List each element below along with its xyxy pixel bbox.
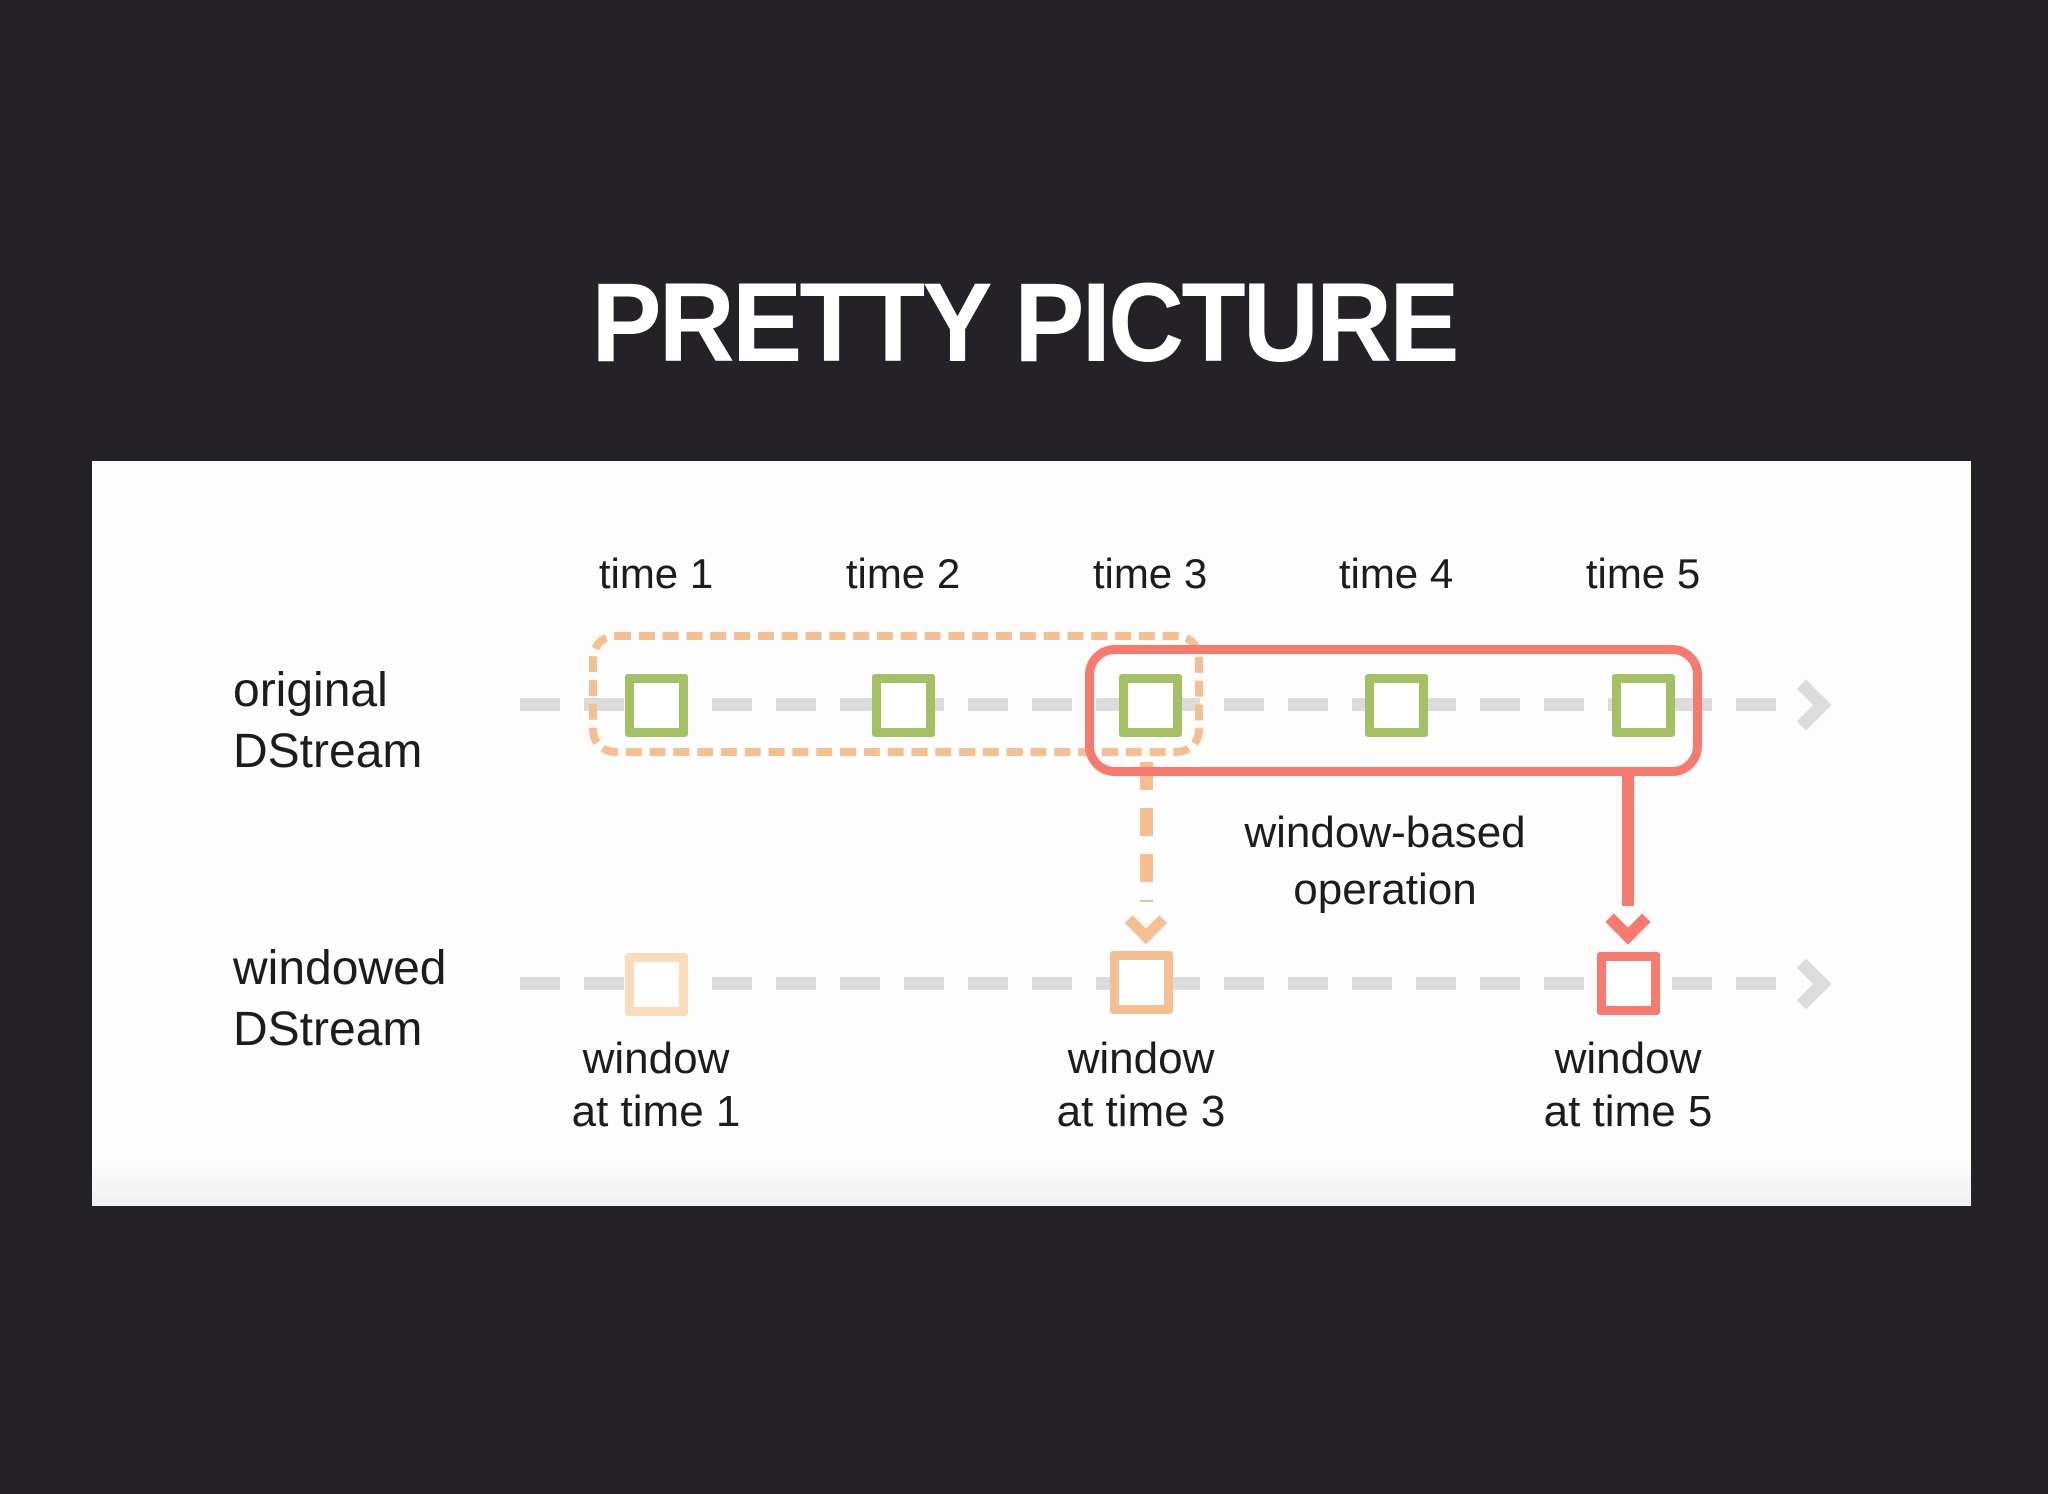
windowed-rdd-square-time-1 xyxy=(625,953,688,1016)
rdd-square-time-3 xyxy=(1119,674,1182,737)
rdd-square-time-5 xyxy=(1612,674,1675,737)
window-at-time-3-label: window at time 3 xyxy=(991,1032,1291,1138)
window-based-operation-line1: window-based xyxy=(1244,808,1526,857)
original-dstream-label-line2: DStream xyxy=(233,725,423,778)
time-label-1: time 1 xyxy=(598,550,714,597)
slide-title: PRETTY PICTURE xyxy=(591,260,1459,385)
rdd-square-time-1 xyxy=(625,674,688,737)
windowed-dstream-label-line2: DStream xyxy=(233,1003,423,1056)
windowed-rdd-square-time-3 xyxy=(1110,951,1173,1014)
time-label-3: time 3 xyxy=(1092,550,1208,597)
window-based-operation-line2: operation xyxy=(1293,865,1477,914)
original-dstream-label: original DStream xyxy=(233,660,422,782)
panel-bottom-shade xyxy=(92,1158,1971,1206)
windowed-rdd-square-time-5 xyxy=(1597,952,1660,1015)
windowed-dstream-label: windowed DStream xyxy=(233,938,446,1060)
window-op-arrow-orange xyxy=(1140,762,1153,902)
window-at-time-5-line2: at time 5 xyxy=(1543,1087,1713,1136)
original-timeline-arrowhead-icon xyxy=(1780,679,1832,731)
time-label-2: time 2 xyxy=(845,550,961,597)
window-based-operation-label: window-based operation xyxy=(1135,804,1635,918)
windowed-dstream-label-line1: windowed xyxy=(233,942,447,995)
windowed-timeline-arrowhead-icon xyxy=(1780,958,1832,1010)
window-at-time-3-line2: at time 3 xyxy=(1056,1087,1226,1136)
red-window-frame xyxy=(1085,645,1702,776)
time-label-4: time 4 xyxy=(1338,550,1454,597)
window-at-time-5-label: window at time 5 xyxy=(1478,1032,1778,1138)
orange-window-frame xyxy=(589,632,1203,756)
time-label-5: time 5 xyxy=(1585,550,1701,597)
window-op-arrow-red xyxy=(1622,776,1634,906)
diagram-panel: time 1 time 2 time 3 time 4 time 5 origi… xyxy=(92,461,1971,1206)
window-at-time-1-line2: at time 1 xyxy=(571,1087,741,1136)
original-dstream-label-line1: original xyxy=(233,664,388,717)
rdd-square-time-2 xyxy=(872,674,935,737)
rdd-square-time-4 xyxy=(1365,674,1428,737)
window-at-time-1-label: window at time 1 xyxy=(506,1032,806,1138)
window-at-time-1-line1: window xyxy=(582,1034,730,1083)
window-at-time-5-line1: window xyxy=(1554,1034,1702,1083)
window-at-time-3-line1: window xyxy=(1067,1034,1215,1083)
